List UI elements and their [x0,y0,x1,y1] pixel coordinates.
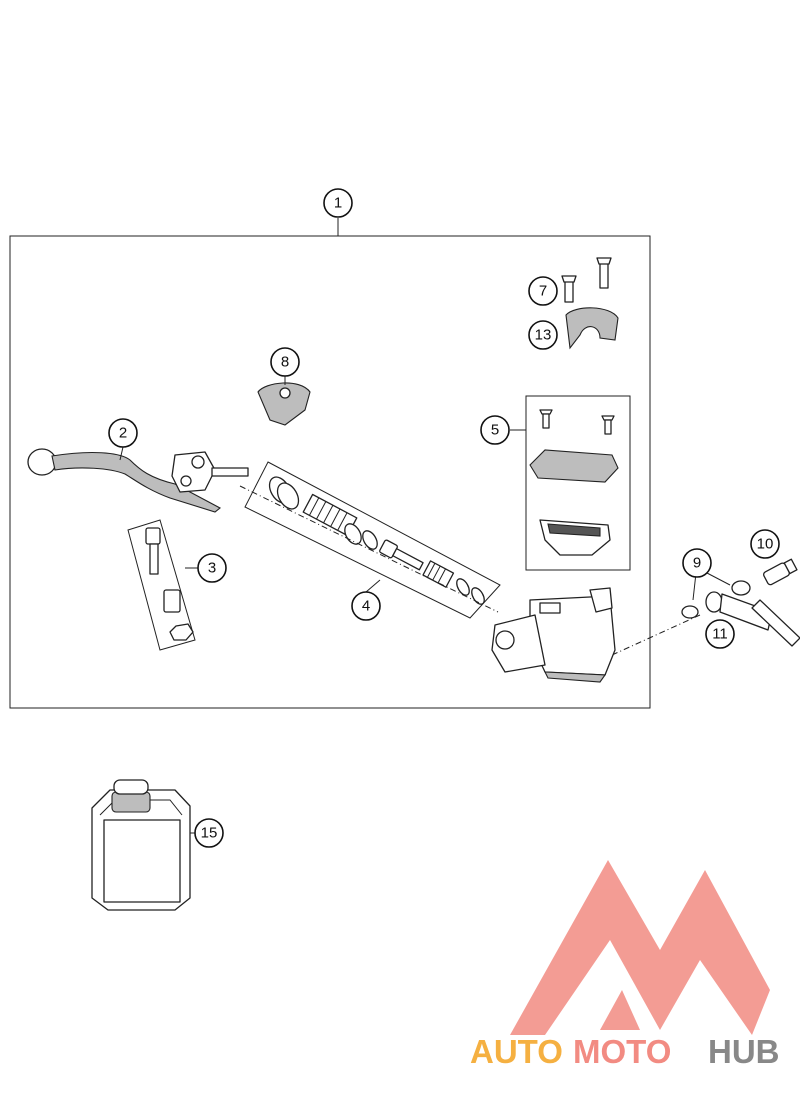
watermark-text-hub: HUB [708,1033,780,1070]
assembly-axis [239,485,499,613]
clutch-lever [27,446,249,513]
callout-1-label: 1 [334,195,342,212]
callout-4-label: 4 [362,598,370,615]
callout-2: 2 [108,418,138,448]
callout-10-label: 10 [757,536,774,553]
callout-15: 15 [194,818,224,848]
watermark-logo [510,860,770,1035]
watermark-text-auto: AUTO [470,1033,563,1070]
brake-fluid-bottle [91,779,196,911]
rubber-cap [257,373,311,426]
callout-9-label: 9 [693,555,701,572]
callout-4: 4 [351,591,381,621]
callout-13-label: 13 [535,327,552,344]
hose-axis [611,614,701,656]
pivot-bolt-kit [127,519,198,651]
watermark-text: AUTO MOTO HUB [470,1033,780,1070]
callout-10: 10 [750,529,780,559]
callout-13: 13 [528,320,558,350]
assembly-frame [9,235,651,709]
callout-5-label: 5 [491,422,499,439]
callout-11: 11 [705,619,735,649]
callout-1: 1 [323,188,353,218]
watermark-text-moto: MOTO [573,1033,671,1070]
callout-2-label: 2 [119,425,127,442]
hose-fittings [681,558,800,647]
callout-5: 5 [480,415,510,445]
master-cylinder-body [491,587,616,683]
callout-8-label: 8 [281,354,289,371]
callout-9: 9 [682,548,712,578]
callout-8: 8 [270,347,300,377]
callout-3-label: 3 [208,560,216,577]
callout-3: 3 [197,553,227,583]
reservoir-cover-kit [510,395,631,571]
callout-7: 7 [528,276,558,306]
callout-11-label: 11 [712,626,728,643]
handlebar-clamp [561,257,619,350]
callout-7-label: 7 [539,283,547,300]
callout-15-label: 15 [201,825,218,842]
